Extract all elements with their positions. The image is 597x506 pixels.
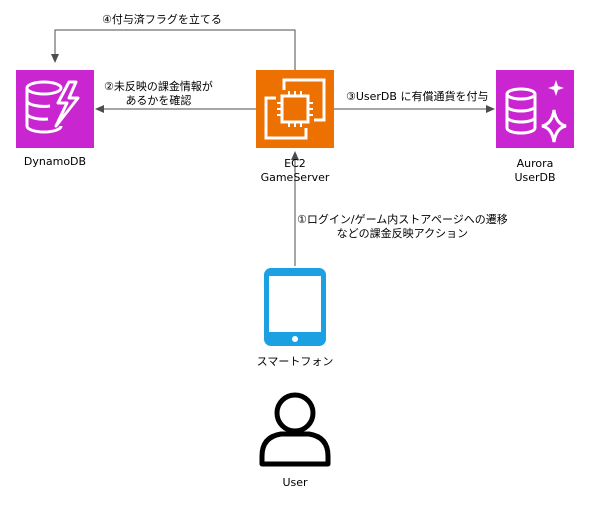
edge-label-step4: ④付与済フラグを立てる	[102, 13, 222, 27]
edge-label-step4-text: ④付与済フラグを立てる	[102, 13, 222, 26]
edge-label-step2: ②未反映の課金情報が あるかを確認	[104, 80, 213, 108]
aurora-icon	[496, 70, 574, 148]
edge-label-step3-text: ③UserDB に有償通貨を付与	[346, 90, 489, 103]
edge-label-step1-line2: などの課金反映アクション	[336, 227, 469, 240]
aurora-label: Aurora UserDB	[514, 157, 556, 184]
ec2-instance-icon	[256, 70, 334, 148]
dynamodb-label: DynamoDB	[23, 155, 87, 168]
edge-label-step2-line1: ②未反映の課金情報が	[104, 80, 213, 93]
dynamodb-icon	[16, 70, 94, 148]
edge-label-step1-line1: ①ログイン/ゲーム内ストアページへの遷移	[297, 213, 508, 226]
smartphone-label: スマートフォン	[256, 355, 334, 368]
edge-label-step2-line2: あるかを確認	[125, 94, 192, 107]
ec2-label: EC2 GameServer	[260, 157, 330, 184]
edge-step4-set-flag	[51, 29, 296, 70]
edge-label-step3: ③UserDB に有償通貨を付与	[346, 90, 489, 104]
edge-label-step1: ①ログイン/ゲーム内ストアページへの遷移 などの課金反映アクション	[297, 213, 508, 241]
user-icon	[259, 392, 331, 467]
smartphone-icon	[264, 268, 326, 346]
user-label: User	[282, 476, 308, 489]
